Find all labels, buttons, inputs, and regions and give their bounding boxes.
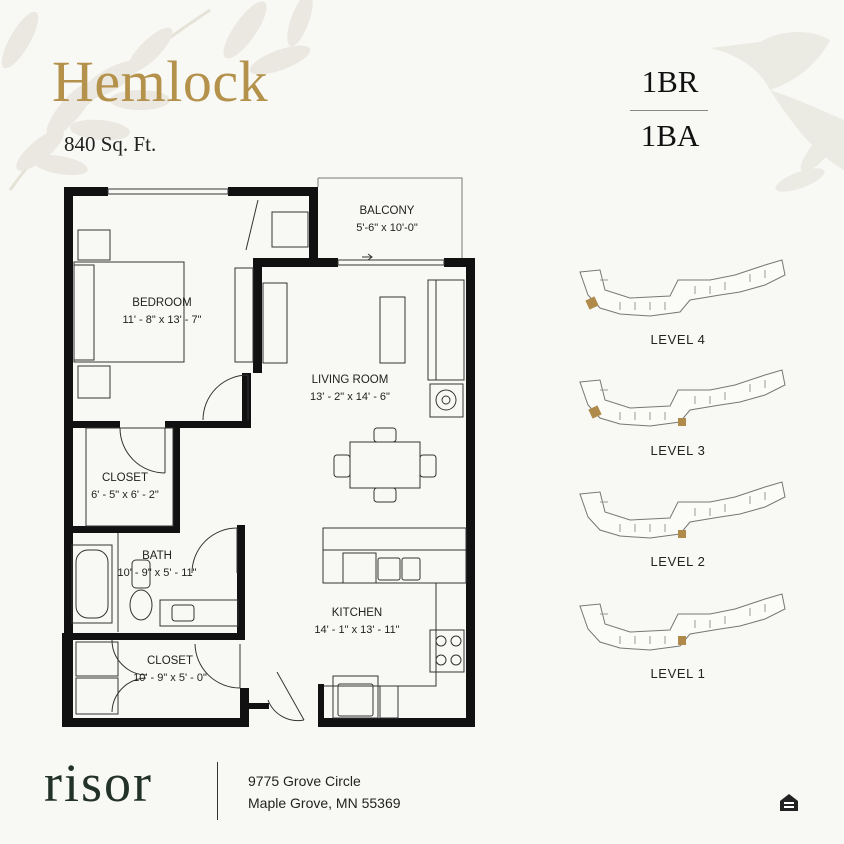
closet-2-label: CLOSET 10' - 9" x 5' - 0" (133, 653, 207, 687)
level-2-label: LEVEL 2 (650, 554, 706, 569)
closet-label: CLOSET 6' - 5" x 6' - 2" (91, 470, 159, 504)
room-dimensions: 6' - 5" x 6' - 2" (91, 489, 159, 502)
equal-housing-opportunity-icon (780, 794, 798, 811)
door-swings (111, 374, 305, 722)
room-dimensions: 10' - 9" x 5' - 11" (117, 567, 197, 580)
leaf-decoration-icon (1, 0, 313, 191)
room-name: LIVING ROOM (311, 374, 389, 386)
living-furniture (262, 279, 465, 503)
plan-square-footage: 840 Sq. Ft. (64, 132, 157, 156)
address-city: Maple Grove, MN 55369 (248, 795, 401, 811)
windows (107, 188, 445, 266)
unit-type-divider (630, 110, 708, 111)
hummingbird-decoration-icon (710, 31, 844, 192)
balcony (317, 177, 463, 258)
interior-walls (62, 373, 251, 727)
room-name: BATH (142, 550, 172, 562)
room-name: BEDROOM (132, 297, 192, 309)
bedroom-label: BEDROOM 11' - 8" x 13' - 7" (122, 295, 201, 329)
bath-count: 1BA (640, 118, 700, 153)
room-name: KITCHEN (331, 607, 383, 619)
bath-fixtures (71, 533, 239, 632)
level-4-key-plan (579, 259, 786, 317)
living-room-label: LIVING ROOM 13' - 2" x 14' - 6" (310, 372, 390, 406)
closet2-shelves (75, 641, 119, 715)
room-dimensions: 13' - 2" x 14' - 6" (310, 391, 390, 404)
room-name: CLOSET (146, 655, 194, 667)
brand-logo: risor (44, 753, 153, 813)
kitchen-fixtures (322, 527, 467, 719)
room-dimensions: 14' - 1" x 13' - 11" (314, 624, 400, 637)
kitchen-label: KITCHEN 14' - 1" x 13' - 11" (314, 605, 399, 639)
bedroom-count: 1BR (641, 64, 699, 99)
address-street: 9775 Grove Circle (248, 773, 361, 789)
level-4-label: LEVEL 4 (650, 332, 706, 347)
level-3-key-plan (579, 369, 786, 427)
exterior-walls (64, 187, 475, 727)
room-dimensions: 11' - 8" x 13' - 7" (122, 314, 202, 327)
level-key-plans (579, 259, 786, 651)
footer-divider (217, 762, 218, 820)
room-name: CLOSET (101, 472, 148, 484)
room-dimensions: 10' - 9" x 5' - 0" (133, 672, 207, 685)
room-name: BALCONY (359, 205, 415, 217)
bedroom-furniture (73, 199, 309, 399)
level-3-label: LEVEL 3 (650, 443, 706, 458)
plan-title: Hemlock (52, 49, 269, 114)
room-dimensions: 5'-6" x 10'-0" (356, 222, 418, 235)
balcony-label: BALCONY 5'-6" x 10'-0" (356, 203, 418, 237)
bath-label: BATH 10' - 9" x 5' - 11" (117, 548, 196, 582)
level-1-key-plan (579, 593, 786, 651)
level-2-key-plan (579, 481, 786, 539)
level-1-label: LEVEL 1 (650, 666, 706, 681)
